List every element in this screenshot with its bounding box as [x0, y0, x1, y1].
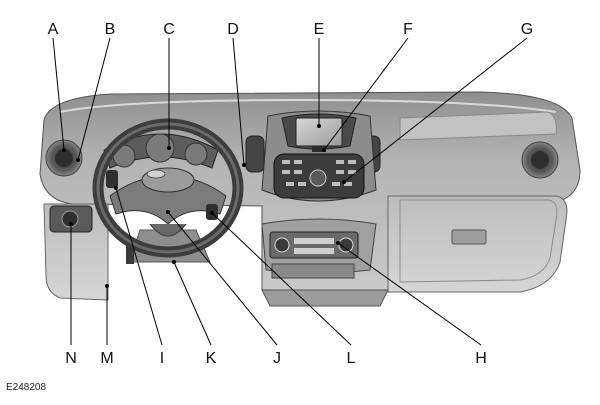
climate-control	[261, 218, 377, 274]
callout-label-g: G	[521, 21, 533, 38]
callout-label-l: L	[347, 350, 356, 367]
callout-label-e: E	[314, 21, 325, 38]
glovebox-handle	[451, 229, 487, 245]
leader-endpoints	[62, 124, 346, 288]
leader-lines	[52, 37, 528, 346]
callout-label-i: I	[160, 350, 164, 367]
callout-label-b: B	[105, 21, 116, 38]
center-stack	[261, 110, 377, 202]
callout-label-f: F	[403, 21, 413, 38]
right-air-vent	[521, 141, 559, 179]
upper-right-trim	[399, 111, 557, 141]
steering-badge	[146, 169, 166, 179]
glovebox	[399, 199, 558, 283]
callout-labels-top: A B C D E F G	[48, 21, 534, 38]
lighting-control	[49, 205, 93, 233]
bonnet-release	[126, 244, 134, 264]
storage-tray	[271, 263, 355, 279]
reference-code: E248208	[6, 382, 46, 393]
instrument-cluster	[103, 133, 219, 169]
steering-wheel	[92, 118, 244, 258]
callout-label-a: A	[48, 21, 59, 38]
left-air-vent	[45, 139, 83, 177]
steering-controls-left	[106, 170, 118, 188]
callout-label-h: H	[475, 350, 487, 367]
callout-label-j: J	[273, 350, 281, 367]
callout-label-c: C	[163, 21, 175, 38]
callout-label-k: K	[206, 350, 217, 367]
callout-label-n: N	[65, 350, 77, 367]
console-base	[261, 289, 389, 307]
callout-labels-bottom: N M I K J L H	[65, 350, 487, 367]
center-left-vent	[245, 135, 265, 173]
callout-label-m: M	[100, 350, 113, 367]
callout-label-d: D	[227, 21, 239, 38]
